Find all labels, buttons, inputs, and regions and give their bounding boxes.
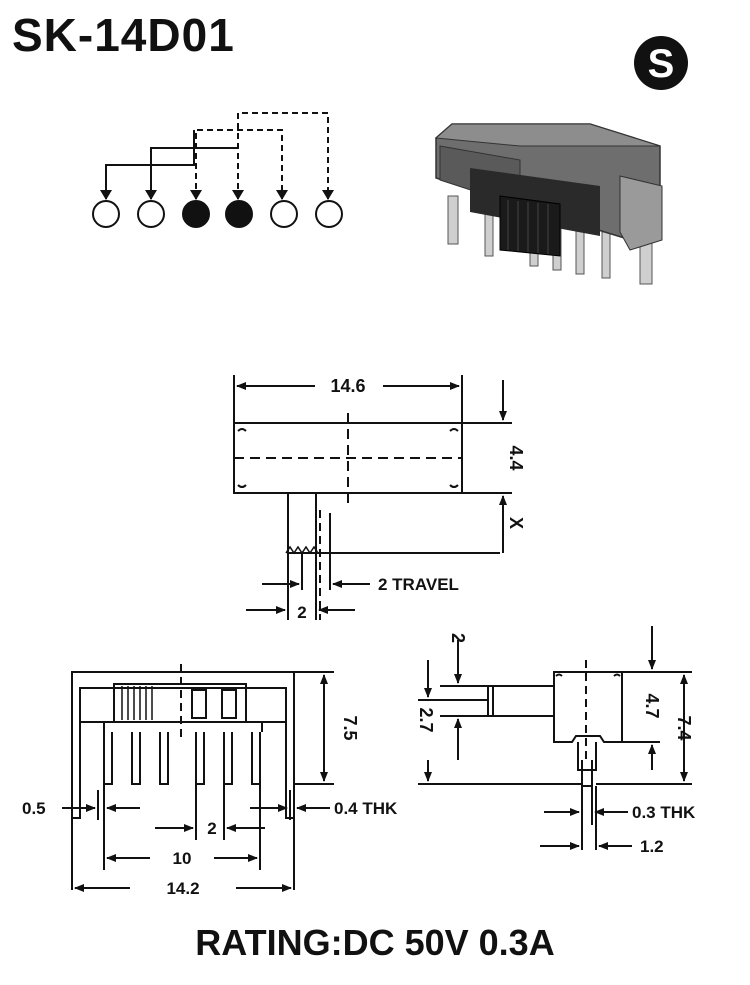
travel-label: 2 TRAVEL <box>378 575 459 594</box>
rating-text: RATING:DC 50V 0.3A <box>195 922 555 963</box>
front-width-label: 14.2 <box>166 879 199 898</box>
switch-product-image <box>434 123 663 285</box>
side-pin-label: 1.2 <box>640 837 664 856</box>
side-thickness-label: 0.3 THK <box>632 803 696 822</box>
pin-pitch-label: 2 <box>207 819 216 838</box>
side-offset-label: 2.7 <box>416 707 436 732</box>
top-x-label: X <box>506 517 526 529</box>
pin-span-label: 10 <box>173 849 192 868</box>
side-total-label: 7.4 <box>674 715 694 740</box>
top-width-label: 14.6 <box>330 376 365 396</box>
top-height-label: 4.4 <box>506 445 526 470</box>
side-actuator-label: 2 <box>448 633 468 643</box>
switch-schematic-icon <box>92 112 343 228</box>
actuator-width-label: 2 <box>297 603 306 622</box>
top-view <box>233 375 512 620</box>
pin-offset-label: 0.5 <box>22 799 46 818</box>
svg-text:S: S <box>648 42 675 86</box>
side-body-label: 4.7 <box>642 693 662 718</box>
front-height-label: 7.5 <box>340 715 360 740</box>
side-view <box>418 626 692 850</box>
front-view <box>62 664 334 892</box>
front-thickness-label: 0.4 THK <box>334 799 398 818</box>
s-logo-icon: S <box>634 36 688 90</box>
page-title: SK-14D01 <box>12 9 235 61</box>
